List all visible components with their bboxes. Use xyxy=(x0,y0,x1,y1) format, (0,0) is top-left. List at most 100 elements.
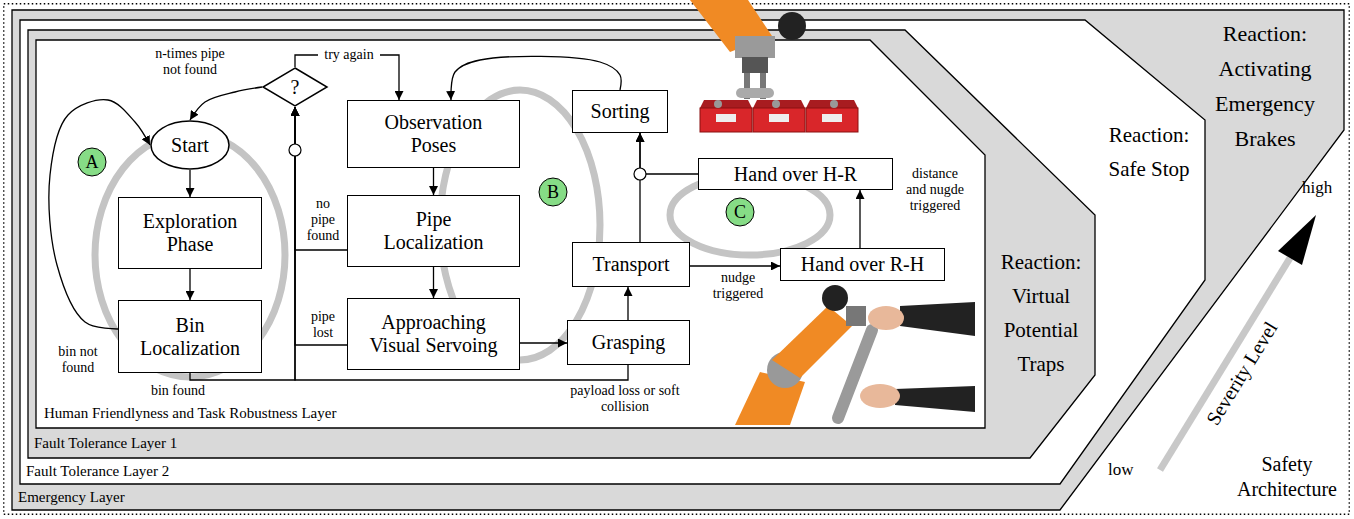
process-box: Observation Poses xyxy=(347,100,520,168)
gripper xyxy=(742,57,768,73)
severity-head xyxy=(1278,215,1316,265)
task-layer: Human Friendlyness and Task Robustness L… xyxy=(36,40,985,428)
process-box: Pipe Localization xyxy=(347,195,520,267)
flow-arrow xyxy=(433,267,434,298)
loop-marker: A xyxy=(77,147,107,177)
flow-arrow xyxy=(189,269,190,300)
robot-link xyxy=(772,306,852,378)
process-box: Sorting xyxy=(572,90,668,133)
node-label: Approaching Visual Servoing xyxy=(359,311,509,357)
node-label: C xyxy=(734,202,746,223)
edge-label: try again xyxy=(318,47,380,63)
layer-name: Human Friendlyness and Task Robustness L… xyxy=(44,405,336,422)
flow-arrow xyxy=(690,265,780,266)
node-label: Sorting xyxy=(591,100,650,123)
axis-end-label: high xyxy=(1302,178,1332,198)
pipe-end xyxy=(830,100,838,108)
emergency-layer: Emergency Layer Reaction: Activating Emer… xyxy=(12,10,1344,510)
bin-top xyxy=(700,100,752,108)
hand xyxy=(860,384,900,408)
edge-label: bin not found xyxy=(46,344,110,376)
diamond-outline xyxy=(263,68,327,106)
flow-arrow xyxy=(295,107,347,345)
pipe xyxy=(736,88,774,98)
layer-name: Fault Tolerance Layer 1 xyxy=(34,435,177,452)
reaction-text: Reaction: Virtual Potential Traps xyxy=(992,245,1090,381)
node-label: Observation Poses xyxy=(374,111,494,157)
layer-outline xyxy=(28,30,1095,458)
node-label: Exploration Phase xyxy=(130,210,250,256)
robot-ball xyxy=(822,285,848,311)
bin-sticker xyxy=(769,114,789,122)
flow-arrow xyxy=(859,190,860,248)
process-box: Exploration Phase xyxy=(118,197,262,269)
bin-sticker xyxy=(822,114,842,122)
layer-name: Fault Tolerance Layer 2 xyxy=(26,463,169,480)
flow-arrow xyxy=(295,107,347,250)
bin xyxy=(700,108,752,132)
layer-name: Emergency Layer xyxy=(18,489,125,506)
gripper xyxy=(846,306,866,326)
architecture-title: Safety Architecture xyxy=(1232,452,1342,502)
layer-outline xyxy=(12,10,1344,510)
edge-label: nudge triggered xyxy=(702,270,774,302)
node-label: Grasping xyxy=(592,331,665,354)
process-box: Transport xyxy=(572,242,690,287)
start-ellipse: Start xyxy=(150,120,230,170)
bin-sticker xyxy=(716,114,736,122)
hand xyxy=(868,306,904,330)
bin-top xyxy=(753,100,805,108)
sleeve xyxy=(895,386,975,412)
reaction-text: Reaction: Safe Stop xyxy=(1100,118,1198,186)
node-label: Bin Localization xyxy=(130,314,250,360)
pipe-end xyxy=(714,100,722,108)
flow-arrow xyxy=(433,168,434,195)
node-label: Hand over H-R xyxy=(734,163,857,186)
node-label: Start xyxy=(171,134,209,157)
robot-joint xyxy=(735,36,775,58)
flow-arrow xyxy=(640,133,698,174)
circle-outline xyxy=(726,198,754,226)
layer-outline xyxy=(36,40,985,428)
edge-label: no pipe found xyxy=(304,196,342,244)
pipe-end xyxy=(772,100,780,108)
node-label: Hand over R-H xyxy=(801,253,924,276)
circle-outline xyxy=(539,178,567,206)
junction-dot xyxy=(634,168,646,180)
loop-marker: C xyxy=(725,197,755,227)
layer-outline xyxy=(20,20,1205,484)
flow-arrow xyxy=(627,287,628,320)
node-label: Transport xyxy=(592,253,669,276)
node-label: Pipe Localization xyxy=(374,208,494,254)
process-box: Hand over H-R xyxy=(698,158,893,190)
bin xyxy=(753,108,805,132)
axis-label: Severity Level xyxy=(1198,312,1286,435)
circle-outline xyxy=(78,148,106,176)
bin xyxy=(806,108,858,132)
handover-photo xyxy=(735,285,975,425)
edge-label: bin found xyxy=(143,383,213,399)
process-box: Approaching Visual Servoing xyxy=(347,298,520,370)
process-box: Hand over R-H xyxy=(780,248,945,281)
node-label: B xyxy=(547,182,559,203)
edge-label: payload loss or soft collision xyxy=(560,383,690,415)
safety-architecture-frame: Safety ArchitectureEmergency Layer Reacti… xyxy=(3,3,1350,515)
edge-label: distance and nugde triggered xyxy=(902,166,968,214)
reaction-text: Reaction: Activating Emergency Brakes xyxy=(1205,16,1325,156)
flow-arrow xyxy=(189,170,190,197)
robot-sorting-photo xyxy=(690,0,858,132)
ellipse-outline xyxy=(151,121,229,169)
loop-marker: B xyxy=(538,177,568,207)
junction-dot xyxy=(289,144,301,156)
node-label: A xyxy=(86,152,99,173)
bin-top xyxy=(806,100,858,108)
process-box: Grasping xyxy=(567,320,690,365)
node-label: ? xyxy=(291,76,300,99)
axis-end-label: low xyxy=(1108,460,1134,480)
process-box: Bin Localization xyxy=(118,300,262,373)
sleeve xyxy=(900,302,975,336)
flow-arrow xyxy=(190,87,262,120)
edge-label: n-times pipe not found xyxy=(150,46,230,78)
